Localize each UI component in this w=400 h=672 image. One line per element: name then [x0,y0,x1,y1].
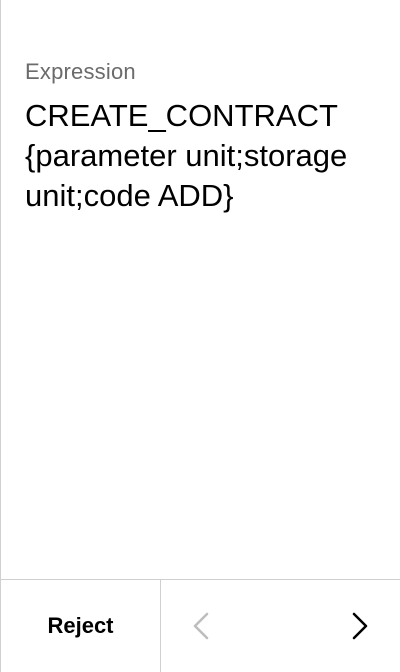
chevron-left-icon-svg [193,612,209,640]
navigation-controls [161,580,400,672]
field-value: CREATE_CONTRACT {parameter unit;storage … [25,98,348,213]
chevron-left-icon[interactable] [187,612,215,640]
chevron-right-icon[interactable] [346,612,374,640]
field-label: Expression [25,59,136,84]
chevron-right-icon-svg [352,612,368,640]
reject-button[interactable]: Reject [47,613,114,638]
footer-bar: Reject [1,579,400,672]
footer-divider [160,580,161,672]
review-content: Expression CREATE_CONTRACT {parameter un… [25,58,380,216]
